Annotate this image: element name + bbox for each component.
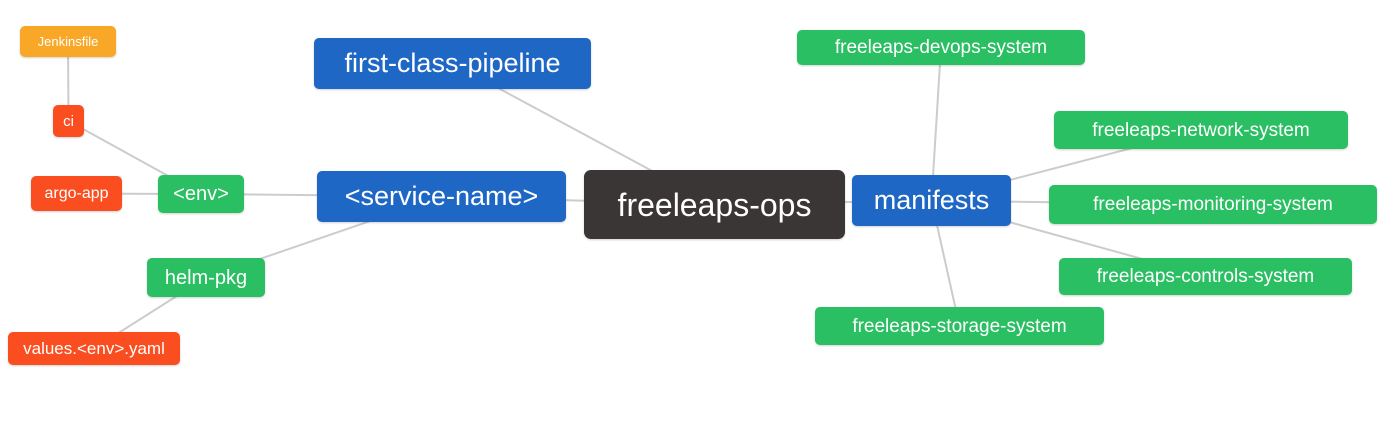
node-helm-pkg[interactable]: helm-pkg [147,258,265,297]
node-first-class-pipeline[interactable]: first-class-pipeline [314,38,591,89]
node-freeleaps-ops-root[interactable]: freeleaps-ops [584,170,845,239]
node-values-env-yaml[interactable]: values.<env>.yaml [8,332,180,365]
node-ci[interactable]: ci [53,105,84,137]
node-service-name[interactable]: <service-name> [317,171,566,222]
node-freeleaps-devops-system[interactable]: freeleaps-devops-system [797,30,1085,65]
node-freeleaps-storage-system[interactable]: freeleaps-storage-system [815,307,1104,345]
node-freeleaps-monitoring-system[interactable]: freeleaps-monitoring-system [1049,185,1377,224]
node-freeleaps-controls-system[interactable]: freeleaps-controls-system [1059,258,1352,295]
node-jenkinsfile[interactable]: Jenkinsfile [20,26,116,57]
node-argo-app[interactable]: argo-app [31,176,122,211]
node-freeleaps-network-system[interactable]: freeleaps-network-system [1054,111,1348,149]
node-env[interactable]: <env> [158,175,244,213]
node-manifests[interactable]: manifests [852,175,1011,226]
